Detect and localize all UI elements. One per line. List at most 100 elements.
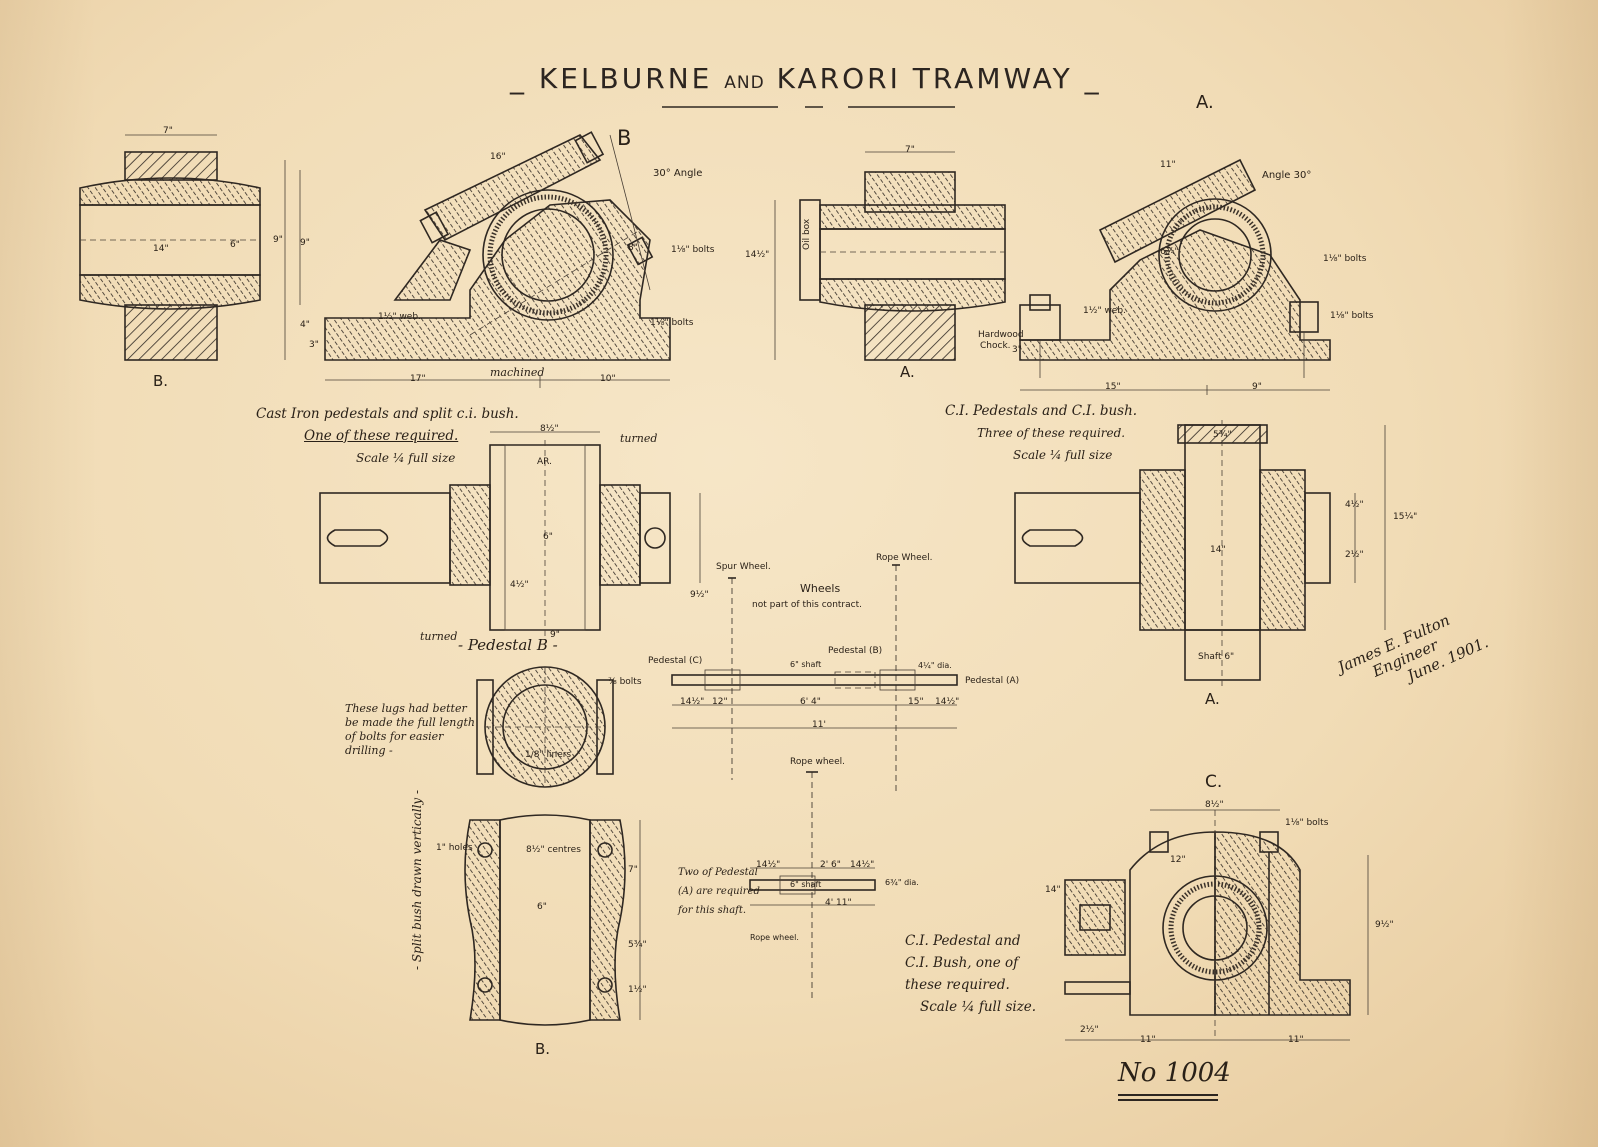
note-pedestal-a: C.I. Pedestals and C.I. bush. Three of t… — [945, 400, 1137, 466]
dim-c-11-left: 11" — [1140, 1035, 1156, 1045]
note-pedestal-b-line-1: Cast Iron pedestals and split c.i. bush. — [256, 406, 519, 422]
dim-rope-14-right: 14½" — [850, 860, 875, 870]
dim-plan-b-6: 6" — [543, 532, 553, 542]
view-shaft-layout — [671, 564, 958, 795]
note-two-pedestal-line-3: for this shaft. — [678, 905, 747, 916]
dim-plan-b-4: 4½" — [510, 580, 529, 590]
dim-rope-14-left: 14½" — [756, 860, 781, 870]
note-wheels-sub: not part of this contract. — [752, 600, 862, 610]
note-pedestal-c-line-1: C.I. Pedestal and — [905, 933, 1021, 949]
dim-b-top-3: 3" — [309, 340, 319, 350]
note-lugs-line-3: of bolts for easier — [345, 730, 444, 743]
dim-plan-a-4: 4½" — [1345, 500, 1364, 510]
label-bolts-lug: ⅞ bolts — [608, 677, 642, 687]
dim-shaft-11: 11' — [812, 720, 826, 730]
label-bolts-c: 1⅛" bolts — [1285, 818, 1329, 828]
label-shaft-6-top: 6" shaft — [790, 660, 822, 669]
label-rope-wheel-2: Rope wheel. — [790, 757, 845, 767]
label-shaft-a: Shaft 6" — [1198, 652, 1235, 662]
view-b-side-section — [79, 134, 301, 361]
label-pedestal-b: Pedestal (B) — [828, 646, 883, 656]
section-letter-b-side: B. — [153, 372, 169, 390]
dim-b-top-8: 8" — [628, 243, 638, 253]
note-pedestal-c-line-2: C.I. Bush, one of — [905, 955, 1019, 971]
dim-c-9: 9½" — [1375, 920, 1394, 930]
section-letter-a-side: A. — [900, 363, 915, 381]
dim-plan-a-14: 14" — [1210, 545, 1226, 555]
note-pedestal-a-line-1: C.I. Pedestals and C.I. bush. — [945, 403, 1138, 419]
note-pedestal-b-line-3: Scale ¼ full size — [356, 451, 456, 465]
title-part-2: KARORI TRAMWAY _ — [776, 62, 1102, 95]
view-c — [1064, 809, 1369, 1041]
section-letter-b-top: B — [617, 126, 632, 150]
label-web-b: 1½" web. — [378, 312, 421, 322]
section-letter-a-top: A. — [1196, 92, 1214, 113]
dim-plan-b-9: 9" — [550, 630, 560, 640]
dim-a-top-9: 9" — [1252, 382, 1262, 392]
dim-shaft-12: 12" — [712, 697, 728, 707]
dim-c-14: 14" — [1045, 885, 1061, 895]
note-lugs-line-1: These lugs had better — [345, 702, 467, 715]
dim-shaft-6-4: 6' 4" — [800, 697, 821, 707]
label-shaft-6-rope: 6" shaft — [790, 880, 822, 889]
section-letter-a-plan: A. — [1205, 690, 1220, 708]
note-pedestal-c-line-4: Scale ¼ full size. — [920, 999, 1037, 1015]
dim-b-top-7: 7" — [163, 126, 173, 136]
note-wheels-title: Wheels — [800, 582, 841, 595]
dim-rope-4-11: 4' 11" — [825, 898, 852, 908]
dim-plan-a-2: 2½" — [1345, 550, 1364, 560]
dim-plan-a-5: 5¾" — [1213, 430, 1232, 440]
view-b-elevation — [324, 131, 671, 388]
view-a-side-section — [774, 151, 1006, 361]
view-rope-wheel-layout — [749, 771, 876, 998]
note-two-pedestal-line-2: (A) are required — [678, 886, 760, 897]
title-and: AND — [724, 73, 765, 93]
view-a-elevation — [1019, 158, 1331, 395]
view-a-plan — [1014, 420, 1386, 690]
dim-a-top-15: 15" — [1105, 382, 1121, 392]
view-bush-end — [476, 666, 614, 788]
dim-split-5: 5¾" — [628, 940, 647, 950]
label-centres: 8½" centres — [526, 845, 581, 855]
note-split-bush: - Split bush drawn vertically - — [410, 789, 424, 970]
label-angle-b: 30° Angle — [653, 168, 703, 179]
dim-shaft-15: 15" — [908, 697, 924, 707]
note-two-pedestal-line-1: Two of Pedestal — [678, 867, 758, 878]
note-pedestal-a-line-3: Scale ¼ full size — [1013, 448, 1113, 462]
dim-split-6: 6" — [537, 902, 547, 912]
view-b-plan — [319, 431, 701, 640]
dim-c-8: 8½" — [1205, 800, 1224, 810]
dim-plan-b-8: 8½" — [540, 424, 559, 434]
dim-b-top-14: 14" — [153, 244, 169, 254]
label-rope-wheel-1: Rope Wheel. — [876, 553, 933, 563]
dim-split-1: 1½" — [628, 985, 647, 995]
label-oil-box: Oil box — [802, 218, 812, 250]
dim-b-top-9b: 9" — [273, 235, 283, 245]
label-turned-bottom: turned — [420, 630, 458, 643]
label-pedestal-a: Pedestal (A) — [965, 676, 1020, 686]
dim-a-top-11: 11" — [1160, 160, 1176, 170]
note-pedestal-c: C.I. Pedestal and C.I. Bush, one of thes… — [905, 930, 1036, 1018]
note-pedestal-b-line-2: One of these required. — [304, 428, 459, 444]
dim-c-11-right: 11" — [1288, 1035, 1304, 1045]
caption-pedestal-b: - Pedestal B - — [458, 636, 558, 654]
note-pedestal-a-line-2: Three of these required. — [977, 426, 1126, 440]
drawing-title: _ KELBURNE AND KARORI TRAMWAY _ — [510, 62, 1102, 95]
label-rope-wheel-3: Rope wheel. — [750, 933, 799, 942]
note-pedestal-c-line-3: these required. — [905, 977, 1010, 993]
dim-b-top-10: 10" — [600, 374, 616, 384]
label-dia-4: 4¼" dia. — [918, 661, 952, 670]
note-two-pedestal: Two of Pedestal (A) are required for thi… — [678, 863, 760, 920]
dim-a-top-3: 3" — [1012, 345, 1022, 355]
dim-b-top-16: 16" — [490, 152, 506, 162]
drawing-number-underline-1 — [1118, 1094, 1218, 1096]
dim-shaft-14-left: 14½" — [680, 697, 705, 707]
label-bolts-a: 1⅛" bolts — [1323, 254, 1367, 264]
title-part-1: _ KELBURNE — [510, 62, 713, 95]
label-web-a: 1½" web. — [1083, 306, 1126, 316]
label-ar: AR. — [537, 457, 552, 467]
dim-b-top-4: 4" — [300, 320, 310, 330]
label-machined: machined — [490, 366, 545, 379]
label-chock: Chock. — [980, 341, 1011, 351]
